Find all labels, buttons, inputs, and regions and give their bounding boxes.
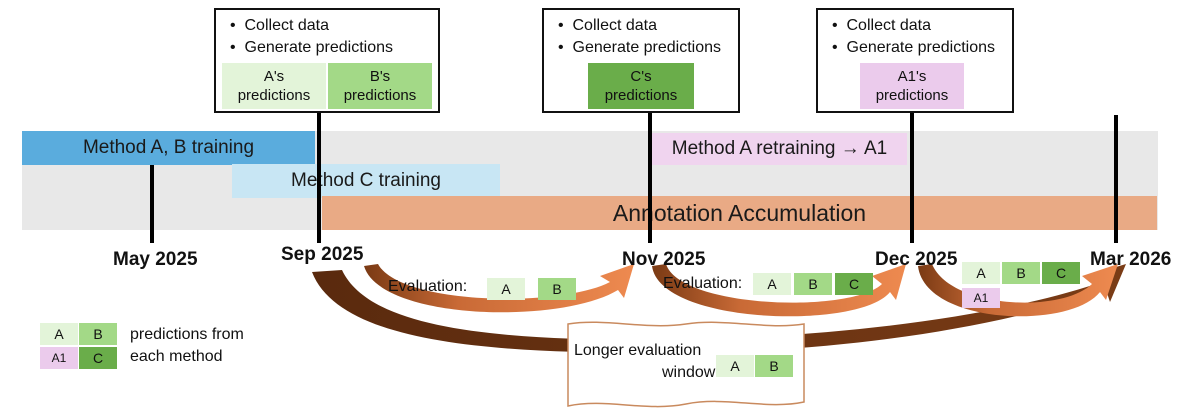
date-line-mar-2026 <box>1114 115 1118 243</box>
eval-sep-nov-chip-a: A <box>487 278 525 300</box>
bar-method-a-retraining: Method A retraining → A1 <box>652 133 907 165</box>
long-arrow-sep-mar <box>312 264 1126 354</box>
pred-box-a: A's predictions <box>222 63 326 109</box>
callout-nov: • Collect data • Generate predictions C'… <box>542 8 740 113</box>
callout-sep: • Collect data • Generate predictions A'… <box>214 8 440 113</box>
legend-chip-a1: A1 <box>40 347 78 369</box>
callout-dec: • Collect data • Generate predictions A1… <box>816 8 1014 113</box>
longer-window-shape <box>567 321 805 408</box>
date-line-may-2025 <box>150 165 154 243</box>
date-label-sep-2025: Sep 2025 <box>281 244 364 265</box>
callout-dec-bullet-2: • Generate predictions <box>832 39 996 56</box>
date-line-nov-2025 <box>648 112 652 243</box>
legend-chip-c: C <box>79 347 117 369</box>
eval-dec-mar-chip-c: C <box>1042 262 1080 284</box>
date-label-mar-2026: Mar 2026 <box>1090 249 1172 270</box>
date-label-nov-2025: Nov 2025 <box>622 249 706 270</box>
arrow-nov-dec <box>652 264 906 317</box>
eval-nov-dec-chip-c: C <box>835 273 873 295</box>
longer-window-line-2: window: <box>662 364 720 381</box>
callout-nov-bullet-1: • Collect data <box>558 17 657 34</box>
bar-method-c-training: Method C training <box>232 164 500 198</box>
legend-text-line-2: each method <box>130 348 223 365</box>
eval-dec-mar-chip-b: B <box>1002 262 1040 284</box>
bar-annotation-accumulation: Annotation Accumulation <box>322 196 1157 230</box>
legend-chip-b: B <box>79 323 117 345</box>
callout-sep-bullet-2: • Generate predictions <box>230 39 394 56</box>
eval-dec-mar-chip-a: A <box>962 262 1000 284</box>
eval-nov-dec-chip-b: B <box>794 273 832 295</box>
date-label-may-2025: May 2025 <box>113 249 198 270</box>
evaluation-label-nov-dec: Evaluation: <box>663 275 743 292</box>
evaluation-label-sep-nov: Evaluation: <box>388 278 468 295</box>
pred-box-c: C's predictions <box>588 63 694 109</box>
legend-chip-a: A <box>40 323 78 345</box>
longer-window-line-1: Longer evaluation <box>574 342 702 359</box>
eval-nov-dec-chip-a: A <box>753 273 791 295</box>
legend-text-line-1: predictions from <box>130 326 244 343</box>
arrow-sep-nov <box>364 264 634 313</box>
longer-window-chip-a: A <box>716 355 754 377</box>
callout-sep-bullet-1: • Collect data <box>230 17 329 34</box>
callout-nov-bullet-2: • Generate predictions <box>558 39 722 56</box>
pred-box-b: B's predictions <box>328 63 432 109</box>
date-label-dec-2025: Dec 2025 <box>875 249 958 270</box>
callout-dec-bullet-1: • Collect data <box>832 17 931 34</box>
eval-sep-nov-chip-b: B <box>538 278 576 300</box>
pred-box-a1: A1's predictions <box>860 63 964 109</box>
eval-dec-mar-chip-a1: A1 <box>962 288 1000 308</box>
longer-window-chip-b: B <box>755 355 793 377</box>
date-line-dec-2025 <box>910 112 914 243</box>
bar-method-ab-training: Method A, B training <box>22 131 315 165</box>
date-line-sep-2025 <box>317 112 321 243</box>
